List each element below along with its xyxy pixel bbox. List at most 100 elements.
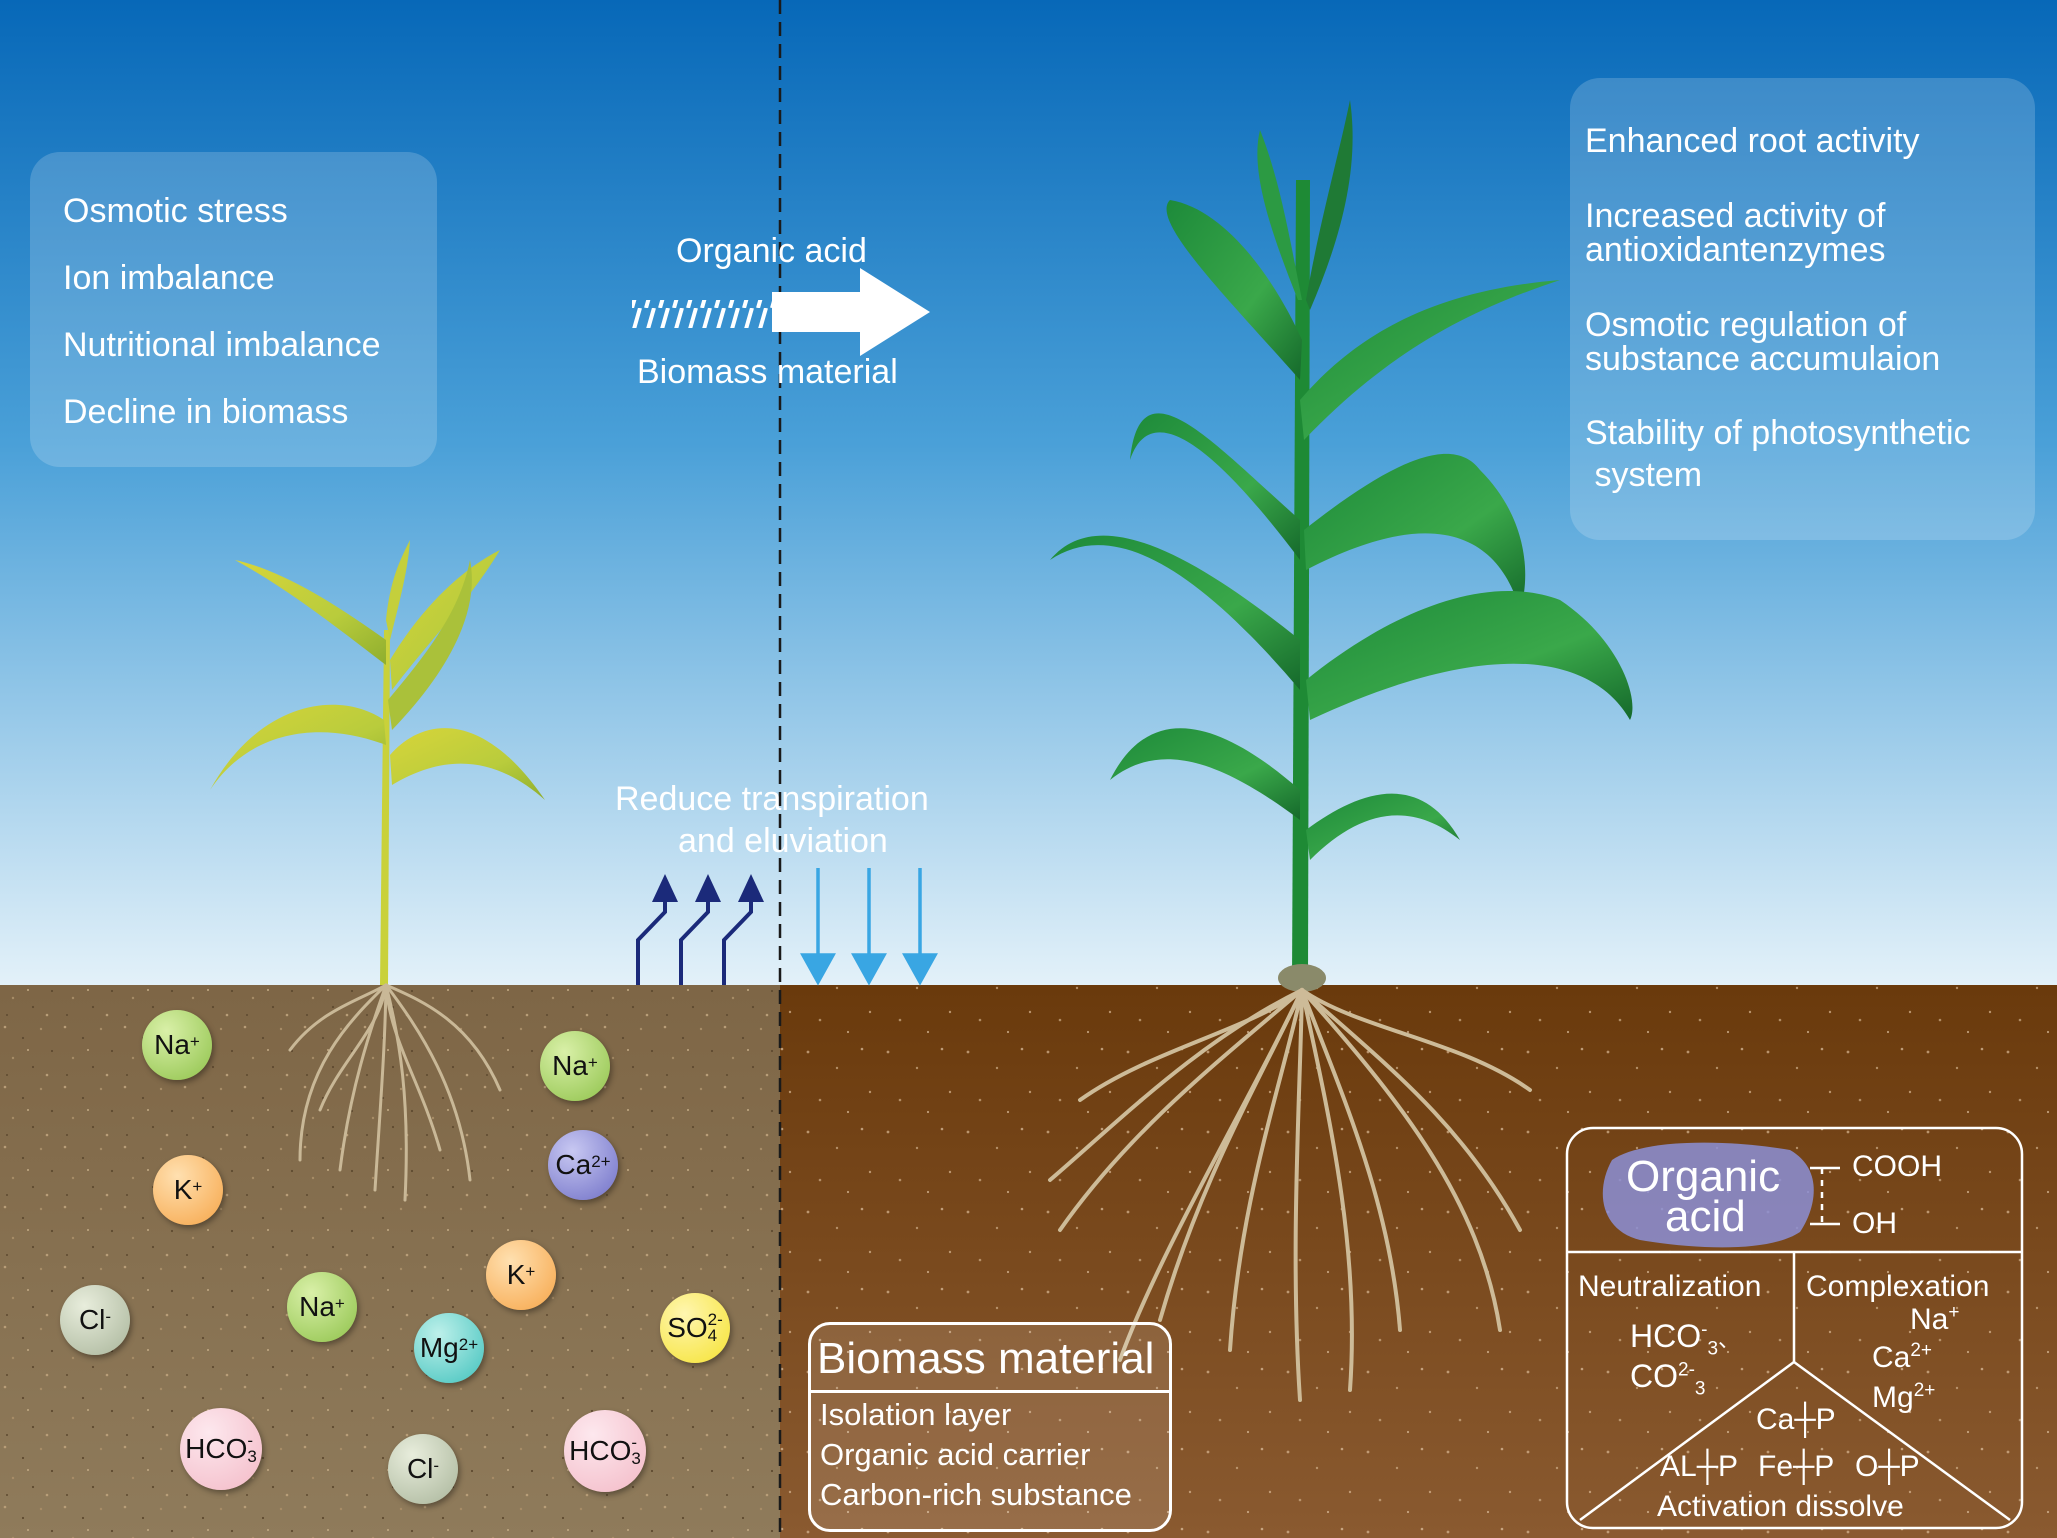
ion-symbol: Ca: [555, 1149, 592, 1180]
complex-na-label: Na+: [1910, 1302, 1959, 1337]
ion-symbol: Na: [299, 1291, 335, 1322]
chem-text: Na: [1910, 1303, 1949, 1336]
biomass-box-title: Biomass material: [817, 1334, 1155, 1383]
biomass-box-item: Isolation layer: [820, 1397, 1012, 1432]
stress-panel: [30, 152, 437, 467]
chem-text: Mg: [1872, 1381, 1914, 1414]
ion-charge: 2+: [458, 1335, 479, 1354]
stressed-seedling: [210, 540, 545, 985]
complexation-label: Complexation: [1806, 1270, 1990, 1303]
biomass-box-item: Organic acid carrier: [820, 1437, 1091, 1472]
stress-item: Nutritional imbalance: [63, 326, 381, 364]
benefit-item: Osmotic regulation of: [1585, 306, 1907, 344]
ion-charge: +: [334, 1294, 345, 1313]
ion-symbol: K: [506, 1259, 526, 1290]
functional-group: COOH: [1852, 1150, 1942, 1183]
biomass-box: [808, 1322, 1172, 1532]
ion-charge: +: [189, 1032, 200, 1051]
complex-ca-label: Ca2+: [1872, 1340, 1932, 1375]
organic-acid-box-lines: [1565, 1126, 2024, 1530]
ion-bubble: Na+: [142, 1010, 212, 1080]
complex-mg-label: Mg2+: [1872, 1380, 1935, 1415]
eluviation-down-arrows: [800, 868, 938, 986]
ion-charge: +: [587, 1053, 598, 1072]
phosphate-fe-label: Fe┼P: [1758, 1450, 1835, 1483]
ion-charge: -: [247, 1431, 254, 1450]
benefit-item: Stability of photosynthetic: [1585, 414, 1971, 452]
bicarbonate-label: HCO-3、: [1630, 1318, 1740, 1360]
improved-soil-texture: [780, 985, 2057, 1538]
ion-charge: -: [631, 1433, 638, 1452]
up-arrow-head: [652, 874, 678, 902]
organic-acid-blob: [1602, 1142, 1814, 1248]
activation-dissolve-label: Activation dissolve: [1657, 1490, 1904, 1523]
corn-roots: [1048, 988, 1532, 1402]
chem-sup: 2+: [1913, 1380, 1936, 1401]
ion-subscript: 3: [631, 1449, 641, 1468]
ion-subscript: 3: [247, 1447, 257, 1466]
ion-symbol: HCO: [185, 1433, 248, 1464]
ion-bubble: Na+: [540, 1031, 610, 1101]
organic-acid-title: acid: [1665, 1192, 1746, 1241]
ion-charge: 2-: [707, 1310, 723, 1329]
ion-symbol: Mg: [419, 1332, 459, 1363]
healthy-corn-plant: [1050, 100, 1633, 992]
arrow-top-label: Organic acid: [676, 232, 867, 270]
benefit-item: Enhanced root activity: [1585, 122, 1920, 160]
ion-symbol: Na: [154, 1029, 190, 1060]
biomass-box-item: Carbon-rich substance: [820, 1477, 1132, 1512]
ion-bubble: HCO-3: [564, 1410, 646, 1492]
chem-sub: 3: [1694, 1378, 1706, 1400]
functional-group: OH: [1852, 1207, 1897, 1240]
benefit-item: substance accumulaion: [1585, 340, 1941, 378]
benefit-item: antioxidantenzymes: [1585, 231, 1886, 269]
neutralization-label: Neutralization: [1578, 1270, 1762, 1303]
arrow-bottom-label: Biomass material: [637, 353, 898, 391]
seedling-roots: [288, 983, 502, 1202]
ion-bubble: HCO-3: [180, 1408, 262, 1490]
ion-symbol: SO: [667, 1312, 708, 1343]
benefit-panel: [1570, 78, 2035, 540]
ion-charge: -: [105, 1307, 112, 1326]
ion-charge: +: [192, 1177, 203, 1196]
phosphate-o-label: O┼P: [1855, 1450, 1920, 1483]
up-arrow-head: [738, 874, 764, 902]
benefit-item: Increased activity of: [1585, 197, 1886, 235]
sky-background: [0, 0, 2057, 985]
chem-text: Ca: [1872, 1341, 1911, 1374]
ion-symbol: HCO: [569, 1435, 632, 1466]
phosphate-al-label: AL┼P: [1660, 1450, 1738, 1483]
stress-item: Osmotic stress: [63, 192, 288, 230]
ion-bubble: Cl-: [60, 1285, 130, 1355]
ion-symbol: Cl: [78, 1304, 106, 1335]
ion-bubble: Cl-: [388, 1434, 458, 1504]
ion-charge: -: [433, 1456, 440, 1475]
chem-sub: 3: [1707, 1338, 1719, 1360]
ion-subscript: 4: [707, 1326, 718, 1345]
treatment-arrow: [632, 268, 930, 356]
chem-text: CO: [1630, 1358, 1678, 1394]
chem-sup: 2-: [1678, 1359, 1695, 1381]
carbonate-label: CO2-3: [1630, 1358, 1705, 1400]
saline-soil-texture: [0, 985, 780, 1538]
chem-sup: -: [1701, 1319, 1708, 1341]
chem-sup: 2+: [1910, 1340, 1933, 1361]
ion-symbol: K: [173, 1174, 193, 1205]
biomass-box-divider: [811, 1390, 1169, 1393]
stress-item: Ion imbalance: [63, 259, 275, 297]
chem-separator: 、: [1718, 1327, 1741, 1352]
organic-acid-title: Organic: [1626, 1152, 1781, 1201]
benefit-item: system: [1585, 456, 1703, 494]
ion-charge: 2+: [591, 1152, 611, 1171]
chem-text: HCO: [1630, 1318, 1702, 1354]
ion-symbol: Cl: [406, 1453, 434, 1484]
phosphate-ca-label: Ca┼P: [1756, 1403, 1836, 1436]
ion-bubble: Na+: [287, 1272, 357, 1342]
chem-sup: +: [1948, 1302, 1960, 1323]
transpiration-label: and eluviation: [678, 822, 888, 860]
ion-symbol: Na: [552, 1050, 588, 1081]
